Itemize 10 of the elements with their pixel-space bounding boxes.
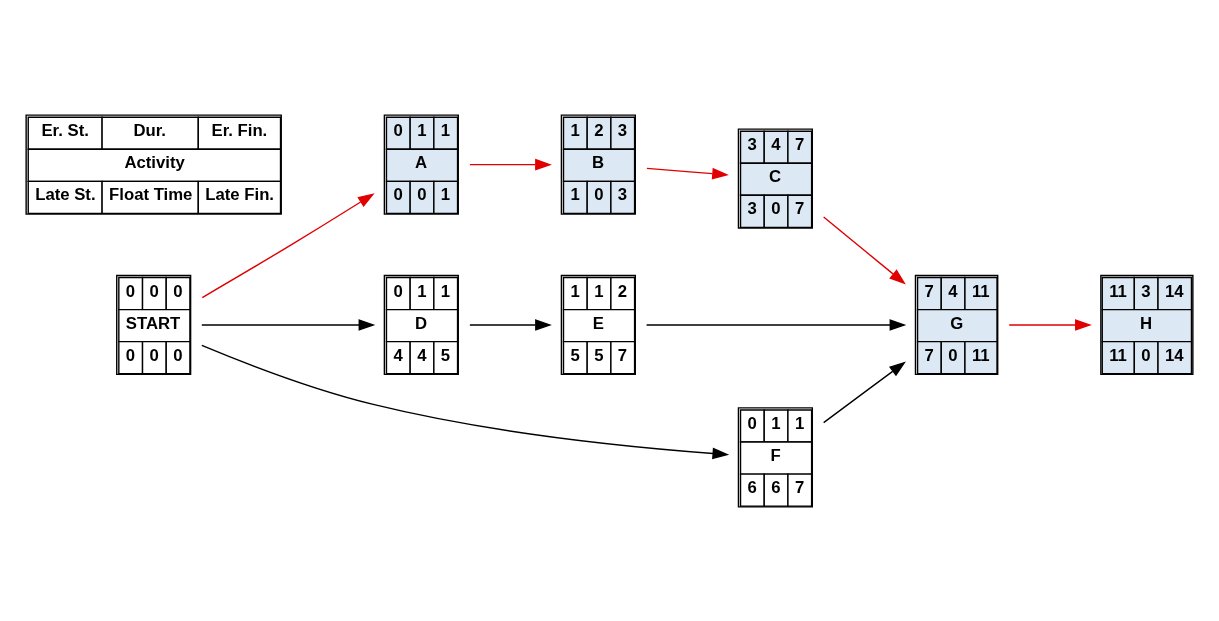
arrow (201, 344, 730, 459)
arrow (469, 158, 552, 170)
arrow (645, 318, 907, 331)
arrow (1008, 318, 1092, 331)
arrow (822, 215, 906, 284)
arrow (822, 361, 906, 423)
arrow (469, 318, 552, 331)
arrow (201, 192, 375, 298)
arrow (646, 167, 729, 179)
arrow (201, 318, 376, 331)
